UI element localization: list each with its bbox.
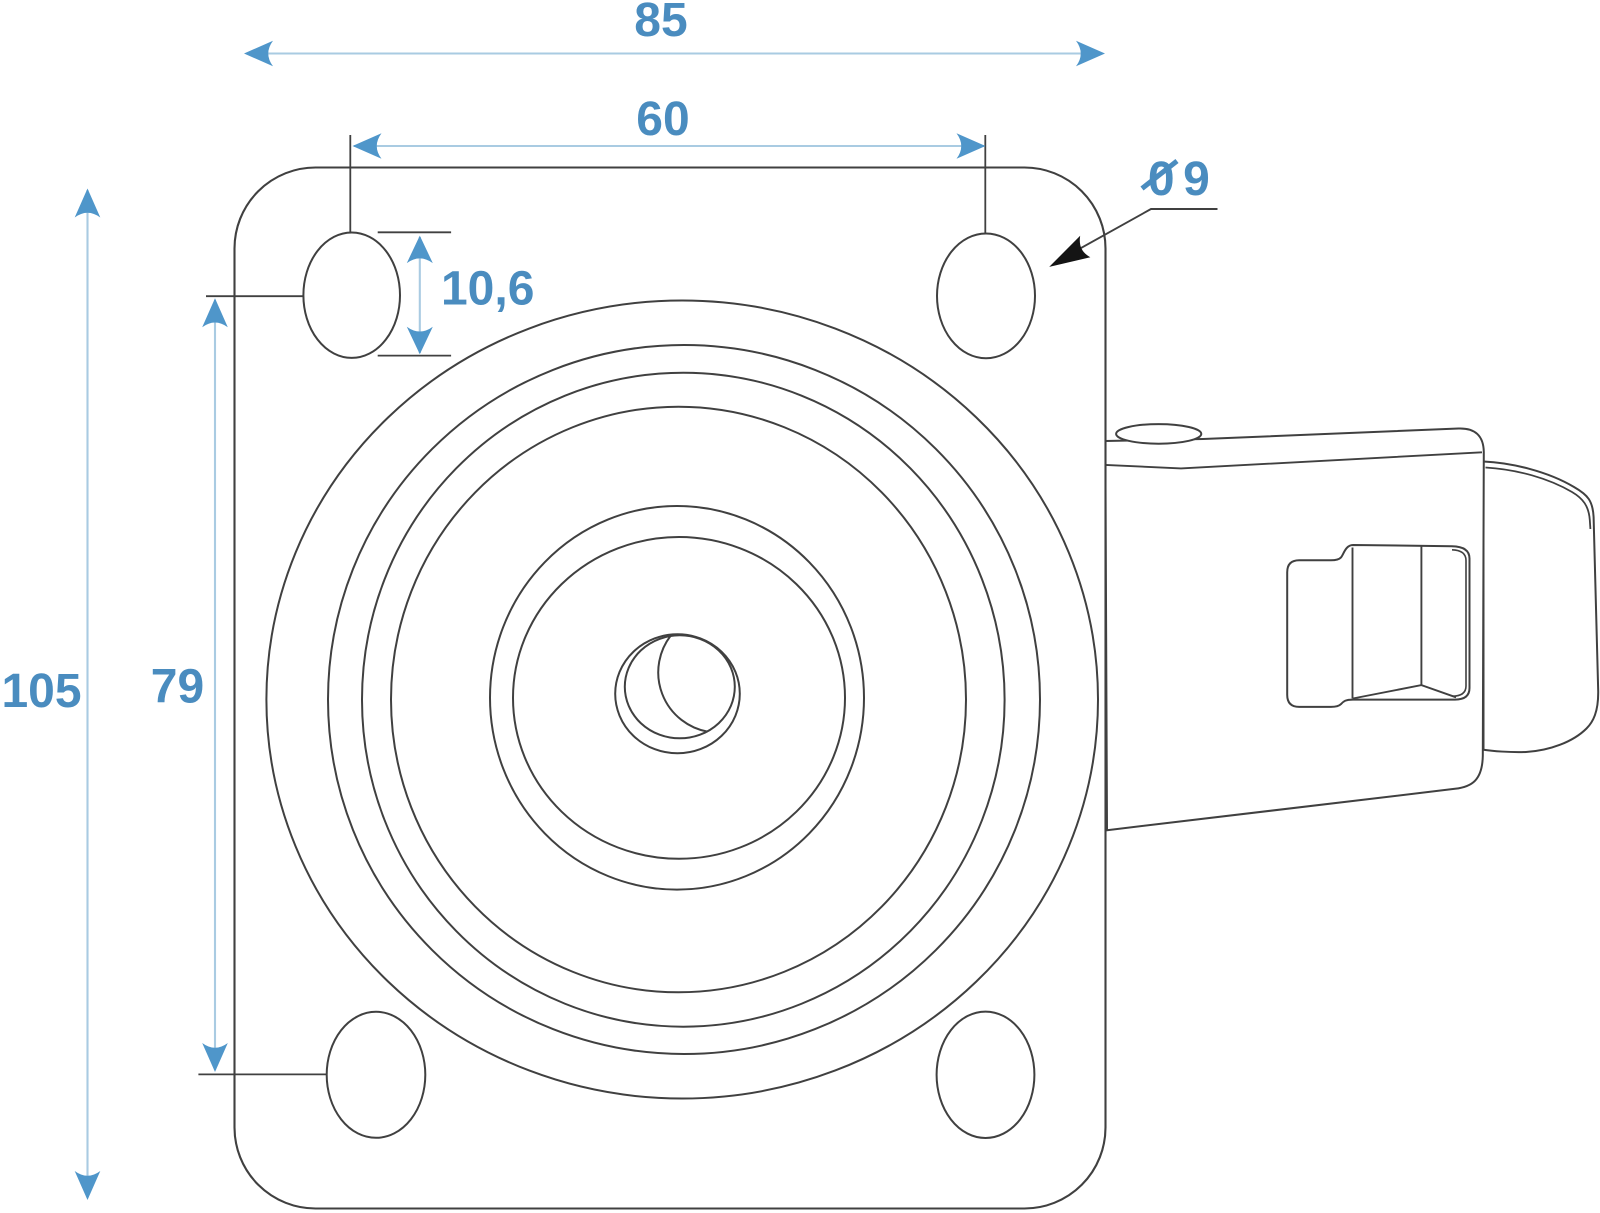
svg-text:85: 85 — [634, 0, 687, 47]
svg-text:79: 79 — [151, 661, 204, 714]
svg-text:60: 60 — [636, 93, 689, 146]
svg-text:10,6: 10,6 — [441, 263, 534, 316]
svg-text:105: 105 — [1, 665, 81, 718]
svg-text:9: 9 — [1183, 153, 1210, 206]
